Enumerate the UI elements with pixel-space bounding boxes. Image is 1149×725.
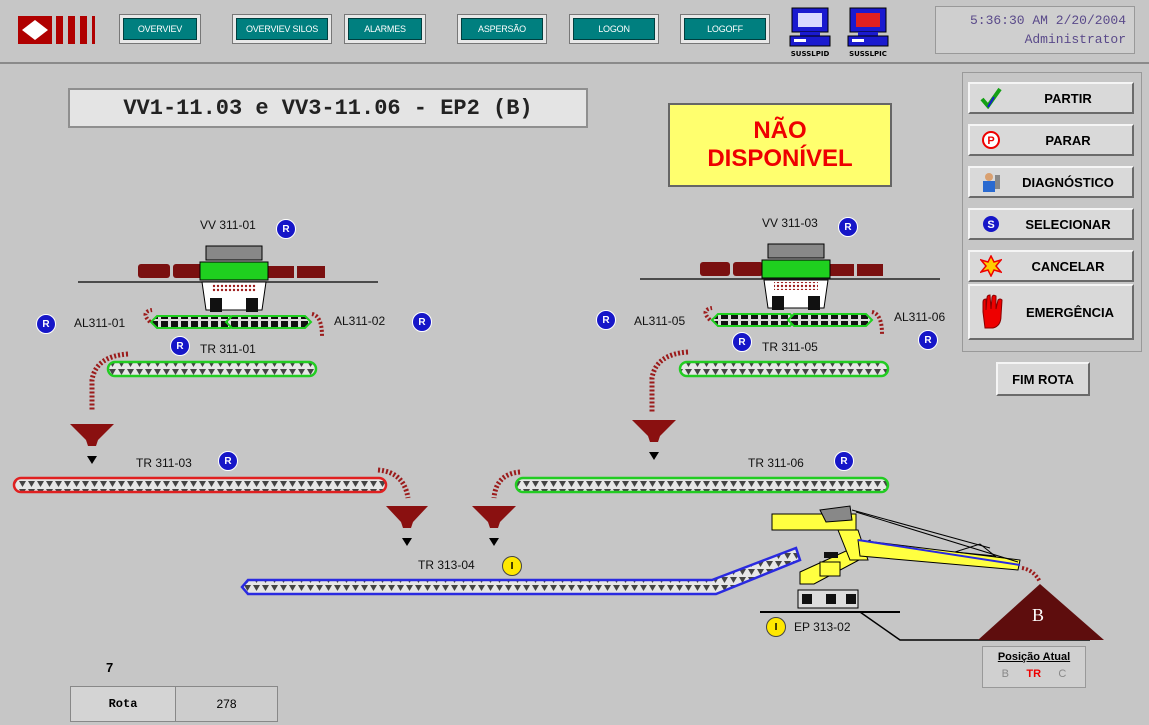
nav-overview-label: OVERVIEV [123, 18, 197, 40]
feeders-al311-01-02 [143, 308, 324, 337]
feeders-al311-05-06 [703, 306, 884, 335]
nav-aspersao-label: ASPERSÃO [461, 18, 543, 40]
conveyor-tr311-05 [678, 360, 890, 378]
stacker-ep313-02 [760, 505, 1090, 641]
page-title: VV1-11.03 e VV3-11.06 - EP2 (B) [68, 88, 588, 128]
remote-badge-vv311-03[interactable]: R [838, 217, 858, 237]
car-dumper-vv311-03 [640, 243, 940, 310]
partir-button[interactable]: PARTIR [968, 82, 1134, 114]
label-al311-05: AL311-05 [634, 314, 686, 328]
rota-number: 7 [106, 660, 114, 675]
fim-rota-button[interactable]: FIM ROTA [996, 362, 1090, 396]
status-line1: NÃO [753, 117, 807, 144]
svg-text:P: P [987, 135, 994, 147]
diagnostico-label: DIAGNÓSTICO [1022, 174, 1114, 190]
command-panel [962, 72, 1142, 352]
position-tr: TR [1026, 668, 1042, 680]
label-ep313-02: EP 313-02 [794, 620, 851, 634]
nav-overview-silos-label: OVERVIEV SILOS [236, 18, 328, 40]
nav-logon-button[interactable]: LOGON [569, 14, 659, 44]
interlock-badge-ep313-02[interactable]: I [766, 617, 786, 637]
conveyor-tr311-01 [106, 360, 318, 378]
interlock-badge-tr313-04[interactable]: I [502, 556, 522, 576]
partir-label: PARTIR [1044, 90, 1092, 106]
hand-stop-icon [978, 292, 1008, 332]
position-panel: Posição Atual B TR C [982, 646, 1086, 688]
remote-badge-al311-02[interactable]: R [412, 312, 432, 332]
position-b: B [1001, 668, 1010, 680]
label-tr313-04: TR 313-04 [418, 558, 475, 572]
nav-overview-silos-button[interactable]: OVERVIEV SILOS [232, 14, 332, 44]
remote-badge-tr311-03[interactable]: R [218, 451, 238, 471]
conveyor-tr311-03 [12, 476, 388, 494]
remote-badge-al311-01[interactable]: R [36, 314, 56, 334]
pc-sussipid-icon[interactable]: SUSSLPID [788, 6, 832, 58]
top-toolbar: OVERVIEV OVERVIEV SILOS ALARMES ASPERSÃO… [0, 0, 1149, 64]
pc-left-label: SUSSLPID [790, 50, 830, 58]
label-tr311-03: TR 311-03 [136, 456, 192, 470]
svg-text:S: S [987, 219, 994, 231]
status-not-available: NÃO DISPONÍVEL [668, 103, 892, 187]
label-vv311-03: VV 311-03 [762, 216, 818, 230]
nav-aspersao-button[interactable]: ASPERSÃO [457, 14, 547, 44]
label-al311-02: AL311-02 [334, 314, 386, 328]
label-tr311-01: TR 311-01 [200, 342, 256, 356]
conveyor-tr313-04 [240, 546, 802, 596]
clock-time: 5:36:30 AM 2/20/2004 [969, 13, 1126, 28]
label-al311-01: AL311-01 [74, 316, 126, 330]
emergencia-label: EMERGÊNCIA [1025, 304, 1115, 320]
nav-overview-button[interactable]: OVERVIEV [119, 14, 201, 44]
remote-badge-al311-06[interactable]: R [918, 330, 938, 350]
pc-right-label: SUSSLPIC [849, 50, 887, 58]
conveyor-tr311-06 [514, 476, 890, 494]
nav-alarmes-label: ALARMES [348, 18, 422, 40]
remote-badge-tr311-06[interactable]: R [834, 451, 854, 471]
status-line2: DISPONÍVEL [707, 145, 853, 172]
emergencia-button[interactable]: EMERGÊNCIA [968, 284, 1134, 340]
rota-table: Rota 278 [70, 686, 278, 722]
selecionar-label: SELECIONAR [1025, 216, 1111, 232]
rota-value: 278 [176, 687, 277, 721]
car-dumper-vv311-01 [78, 245, 378, 312]
hoppers [70, 420, 676, 528]
position-title: Posição Atual [997, 651, 1071, 663]
label-vv311-01: VV 311-01 [200, 218, 256, 232]
pc-sussipic-icon[interactable]: SUSSLPIC [846, 6, 890, 58]
stockpile-b [978, 584, 1104, 640]
select-s-icon: S [978, 212, 1004, 236]
clock-panel: 5:36:30 AM 2/20/2004 Administrator [935, 6, 1135, 54]
remote-badge-al311-05[interactable]: R [596, 310, 616, 330]
label-tr311-05: TR 311-05 [762, 340, 818, 354]
rota-label: Rota [71, 687, 176, 721]
stockpile-label: B [1032, 605, 1045, 625]
parar-label: PARAR [1045, 132, 1091, 148]
nav-logoff-label: LOGOFF [684, 18, 766, 40]
diagnostico-button[interactable]: DIAGNÓSTICO [968, 166, 1134, 198]
clock-user: Administrator [1024, 32, 1126, 47]
remote-badge-vv311-01[interactable]: R [276, 219, 296, 239]
nav-logoff-button[interactable]: LOGOFF [680, 14, 770, 44]
nav-alarmes-button[interactable]: ALARMES [344, 14, 426, 44]
remote-badge-tr311-01[interactable]: R [170, 336, 190, 356]
label-al311-06: AL311-06 [894, 310, 946, 324]
selecionar-button[interactable]: S SELECIONAR [968, 208, 1134, 240]
label-tr311-06: TR 311-06 [748, 456, 804, 470]
position-c: C [1058, 668, 1067, 680]
cancelar-button[interactable]: CANCELAR [968, 250, 1134, 282]
cancelar-label: CANCELAR [1031, 258, 1105, 274]
checkmark-icon [978, 86, 1004, 110]
parar-button[interactable]: P PARAR [968, 124, 1134, 156]
cancel-burst-icon [978, 254, 1004, 278]
technician-icon [978, 170, 1004, 194]
stop-p-icon: P [978, 128, 1004, 152]
company-logo [18, 16, 95, 44]
nav-logon-label: LOGON [573, 18, 655, 40]
remote-badge-tr311-05[interactable]: R [732, 332, 752, 352]
